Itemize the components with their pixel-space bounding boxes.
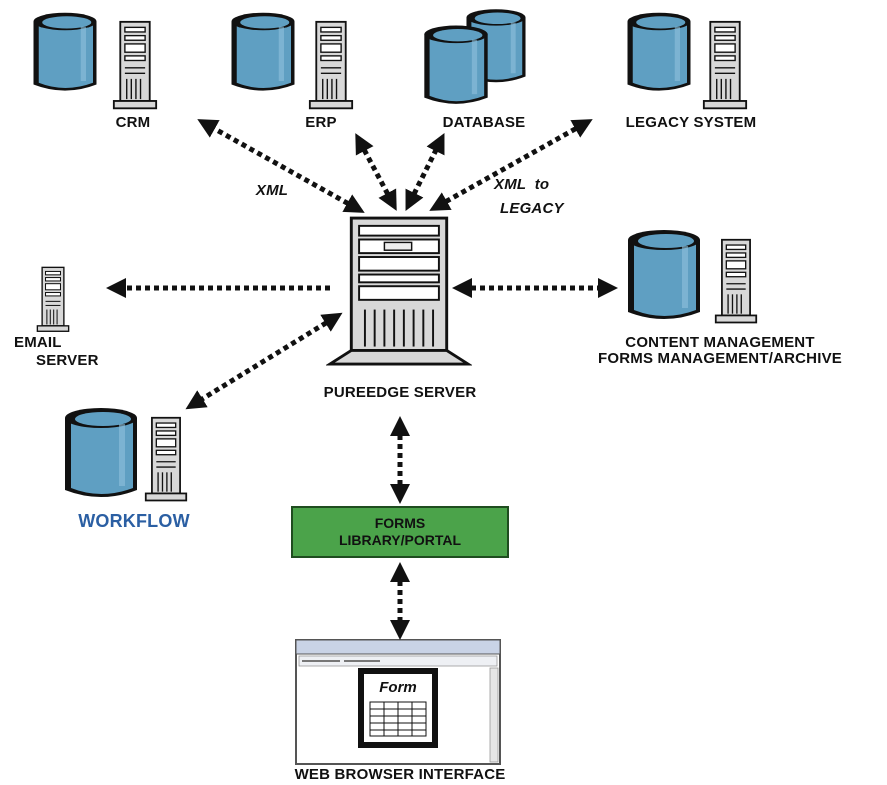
arrow-pureedge-erp bbox=[355, 133, 397, 211]
arrow-pureedge-database bbox=[405, 133, 445, 211]
arrow-pureedge-legacy bbox=[429, 119, 593, 211]
legacy-system-node-icon bbox=[627, 12, 748, 110]
crm-label: CRM bbox=[115, 114, 151, 131]
content-management-node-icon bbox=[628, 230, 758, 324]
database-label: DATABASE bbox=[442, 114, 526, 131]
web-browser-interface-label: WEB BROWSER INTERFACE bbox=[294, 766, 506, 783]
legacy-system-label: LEGACY SYSTEM bbox=[625, 114, 757, 131]
email-server-label-line2: SERVER bbox=[36, 352, 99, 369]
workflow-node-icon bbox=[65, 408, 188, 502]
xml-to-legacy-label-line1: XML to bbox=[494, 176, 550, 193]
form-title-text: Form bbox=[379, 679, 417, 696]
xml-edge-label: XML bbox=[255, 182, 289, 199]
form-document-icon: Form bbox=[358, 668, 438, 748]
content-management-label-line2: FORMS MANAGEMENT/ARCHIVE bbox=[598, 350, 842, 367]
forms-box-line2: LIBRARY/PORTAL bbox=[338, 532, 462, 548]
pureedge-server-icon bbox=[328, 216, 470, 366]
content-management-label-line1: CONTENT MANAGEMENT bbox=[625, 334, 815, 351]
web-browser-window-icon bbox=[295, 639, 501, 765]
erp-label: ERP bbox=[305, 114, 337, 131]
workflow-label: WORKFLOW bbox=[78, 511, 190, 531]
forms-box-line1: FORMS bbox=[374, 515, 426, 531]
arrow-pureedge-workflow bbox=[185, 312, 343, 410]
arrow-pureedge-crm bbox=[197, 119, 365, 213]
forms-library-portal-box: FORMS LIBRARY/PORTAL bbox=[291, 506, 509, 558]
pureedge-server-label: PUREEDGE SERVER bbox=[323, 384, 477, 401]
crm-node-icon bbox=[33, 12, 158, 110]
erp-node-icon bbox=[231, 12, 354, 110]
email-server-icon bbox=[36, 266, 70, 332]
xml-to-legacy-label-line2: LEGACY bbox=[500, 200, 564, 217]
form-grid-icon bbox=[369, 701, 427, 737]
email-server-label-line1: EMAIL bbox=[14, 334, 62, 351]
database-node-icon bbox=[424, 9, 526, 104]
